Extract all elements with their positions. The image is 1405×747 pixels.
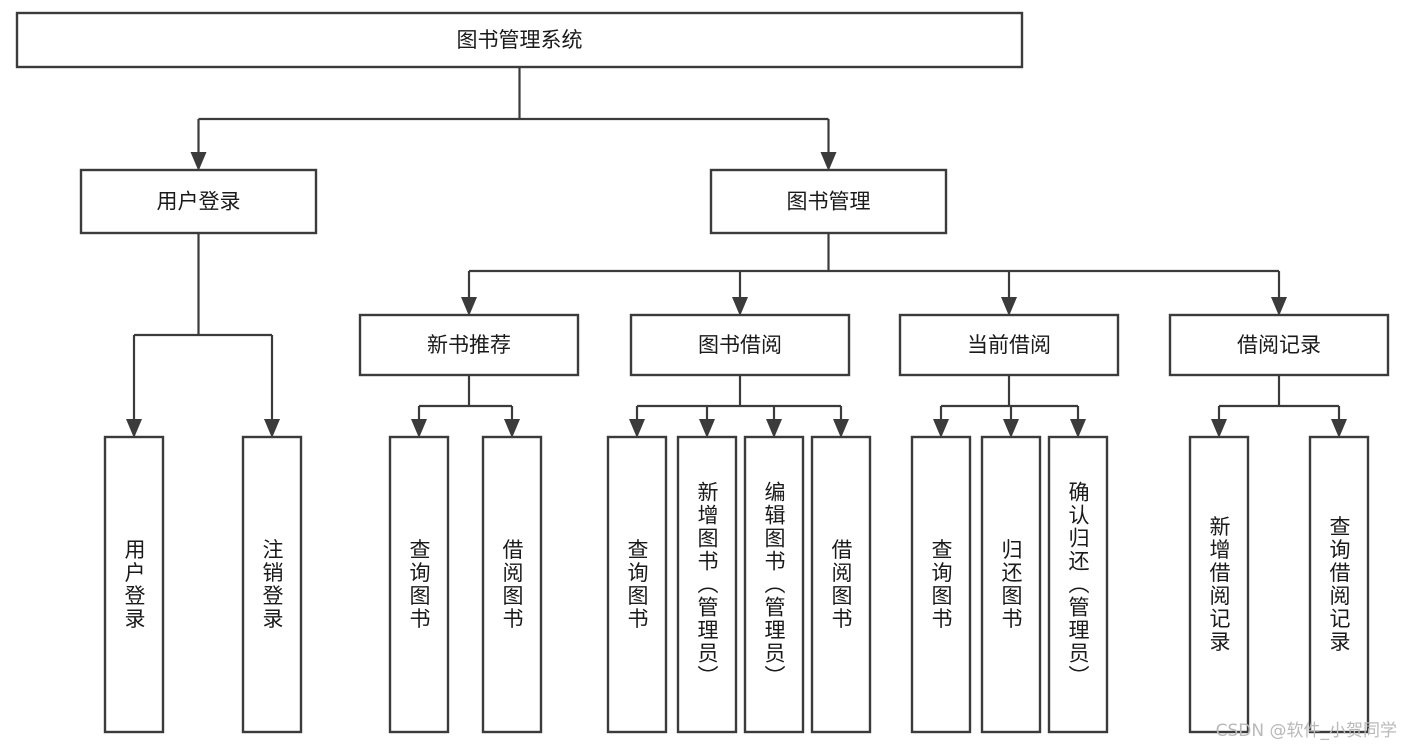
node-leaf_7[interactable]: 编辑图书（管理员）: [743, 435, 805, 734]
node-leaf_3[interactable]: 查询图书: [388, 435, 450, 734]
node-box: [358, 313, 580, 377]
node-box: [629, 313, 851, 377]
node-leaf_6[interactable]: 新增图书（管理员）: [676, 435, 738, 734]
node-box: [1168, 313, 1390, 377]
node-label: 归还图书: [999, 539, 1023, 631]
node-label: 新增图书（管理员）: [695, 481, 719, 688]
node-label: 注销登录: [260, 539, 284, 631]
arrow-head-icon: [1331, 419, 1347, 438]
node-l2_2[interactable]: 图书管理: [709, 168, 948, 235]
node-label: 用户登录: [122, 539, 146, 631]
node-layer: 图书管理系统用户登录图书管理新书推荐图书借阅当前借阅借阅记录用户登录注销登录查询…: [15, 11, 1390, 734]
node-l3_3[interactable]: 当前借阅: [898, 313, 1120, 377]
node-label: 用户登录: [157, 190, 241, 214]
node-leaf_1[interactable]: 用户登录: [103, 435, 165, 734]
node-leaf_10[interactable]: 归还图书: [980, 435, 1042, 734]
node-box: [103, 435, 165, 734]
arrow-head-icon: [933, 419, 949, 438]
arrow-head-icon: [190, 152, 207, 171]
node-box: [810, 435, 872, 734]
node-box: [481, 435, 543, 734]
arrow-head-icon: [264, 419, 280, 438]
node-leaf_4[interactable]: 借阅图书: [481, 435, 543, 734]
node-l3_1[interactable]: 新书推荐: [358, 313, 580, 377]
node-l3_4[interactable]: 借阅记录: [1168, 313, 1390, 377]
node-box: [79, 168, 318, 235]
arrow-head-icon: [461, 297, 477, 316]
arrow-head-icon: [1211, 419, 1227, 438]
node-label: 图书借阅: [698, 333, 782, 357]
arrow-head-icon: [732, 297, 748, 316]
node-box: [1047, 435, 1109, 734]
node-leaf_13[interactable]: 查询借阅记录: [1308, 435, 1370, 734]
node-label: 查询图书: [407, 539, 431, 631]
node-label: 编辑图书（管理员）: [762, 481, 786, 688]
arrow-head-icon: [126, 419, 142, 438]
node-box: [709, 168, 948, 235]
edge-layer: [126, 67, 1347, 438]
arrow-head-icon: [699, 419, 715, 438]
arrow-head-icon: [820, 152, 837, 171]
node-leaf_11[interactable]: 确认归还（管理员）: [1047, 435, 1109, 734]
arrow-head-icon: [1003, 419, 1019, 438]
node-box: [910, 435, 972, 734]
arrow-head-icon: [766, 419, 782, 438]
node-box: [980, 435, 1042, 734]
arrow-head-icon: [1070, 419, 1086, 438]
node-label: 借阅图书: [829, 539, 853, 631]
node-box: [1308, 435, 1370, 734]
node-root[interactable]: 图书管理系统: [15, 11, 1024, 69]
node-leaf_5[interactable]: 查询图书: [606, 435, 668, 734]
node-label: 查询借阅记录: [1327, 516, 1351, 654]
node-label: 借阅记录: [1237, 333, 1321, 357]
node-box: [606, 435, 668, 734]
node-leaf_12[interactable]: 新增借阅记录: [1188, 435, 1250, 734]
node-label: 查询图书: [625, 539, 649, 631]
arrow-head-icon: [833, 419, 849, 438]
node-label: 新增借阅记录: [1207, 516, 1231, 654]
node-box: [743, 435, 805, 734]
node-box: [15, 11, 1024, 69]
node-label: 新书推荐: [427, 333, 511, 357]
node-box: [388, 435, 450, 734]
node-box: [1188, 435, 1250, 734]
node-leaf_2[interactable]: 注销登录: [241, 435, 303, 734]
arrow-head-icon: [1001, 297, 1017, 316]
node-label: 当前借阅: [967, 333, 1051, 357]
node-label: 确认归还（管理员）: [1066, 481, 1090, 688]
node-box: [898, 313, 1120, 377]
node-box: [676, 435, 738, 734]
arrow-head-icon: [1271, 297, 1287, 316]
node-label: 借阅图书: [500, 539, 524, 631]
node-l2_1[interactable]: 用户登录: [79, 168, 318, 235]
node-label: 查询图书: [929, 539, 953, 631]
arrow-head-icon: [629, 419, 645, 438]
node-l3_2[interactable]: 图书借阅: [629, 313, 851, 377]
node-box: [241, 435, 303, 734]
arrow-head-icon: [411, 419, 427, 438]
node-label: 图书管理系统: [457, 28, 583, 52]
arrow-head-icon: [504, 419, 520, 438]
node-leaf_8[interactable]: 借阅图书: [810, 435, 872, 734]
node-label: 图书管理: [787, 190, 871, 214]
watermark-text: CSDN @软件_小贺同学: [1215, 721, 1397, 741]
node-leaf_9[interactable]: 查询图书: [910, 435, 972, 734]
